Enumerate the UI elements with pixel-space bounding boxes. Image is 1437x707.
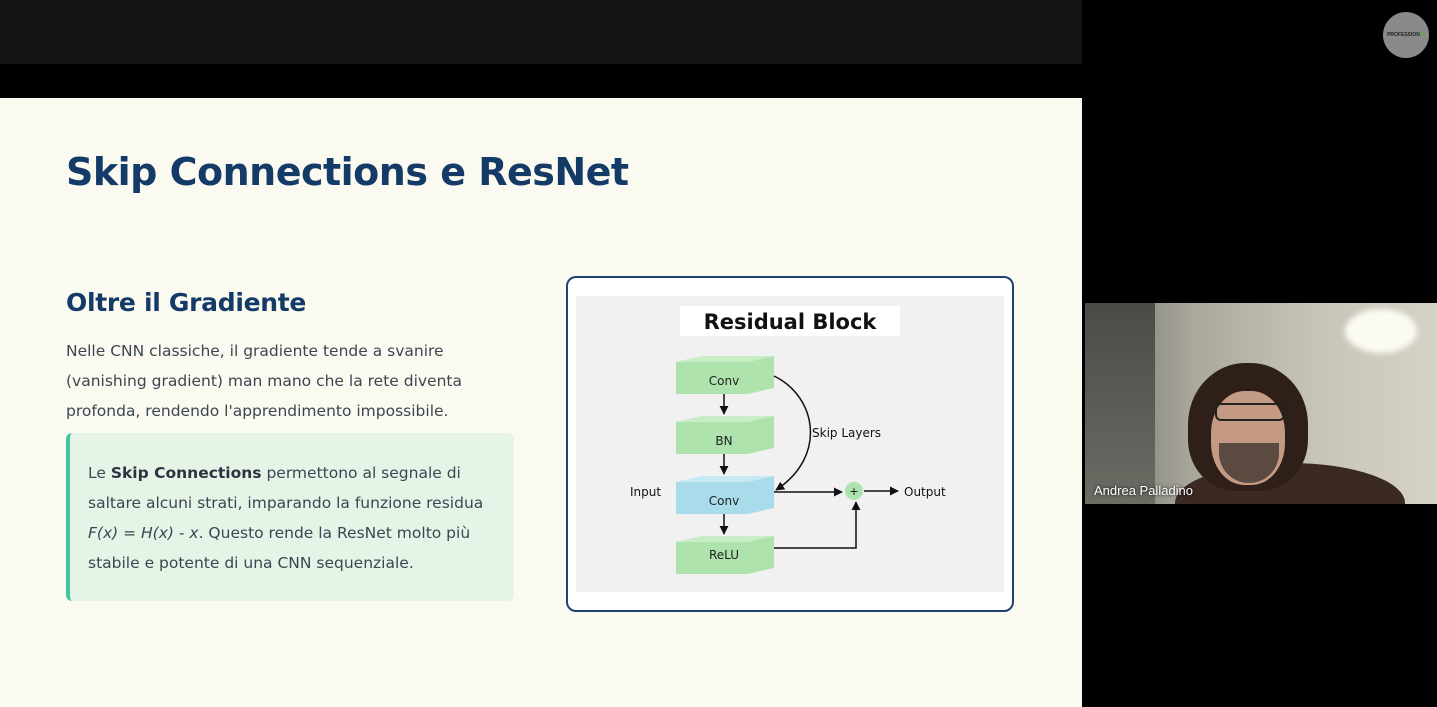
video-person-glasses — [1215, 403, 1285, 421]
callout-prefix: Le — [88, 464, 111, 482]
output-label: Output — [904, 485, 946, 499]
section-subtitle: Oltre il Gradiente — [66, 288, 307, 317]
relu-to-sum-arrow — [774, 501, 861, 549]
logo-text: PROFESSION — [1387, 32, 1420, 38]
block-label: ReLU — [709, 548, 739, 562]
sum-node — [845, 482, 863, 500]
logo-accent: AI — [1419, 32, 1425, 38]
callout-middle: permettono al segnale di saltare alcuni … — [88, 464, 484, 512]
top-bar — [0, 0, 1082, 64]
block-label: BN — [715, 434, 732, 448]
slide-title: Skip Connections e ResNet — [66, 150, 629, 194]
diagram-bg — [576, 296, 1004, 592]
block-conv-1: Conv — [676, 356, 774, 394]
intro-paragraph: Nelle CNN classiche, il gradiente tende … — [66, 342, 462, 420]
input-label: Input — [630, 485, 661, 499]
block-conv-2: Conv — [676, 476, 774, 514]
block-relu: ReLU — [676, 536, 774, 574]
diagram-svg: Residual Block Conv BN Conv — [576, 296, 1004, 592]
callout-formula: F(x) = H(x) - x — [88, 524, 199, 542]
block-label: Conv — [709, 494, 739, 508]
skip-connection-arrow — [773, 375, 812, 491]
video-background — [1085, 303, 1155, 504]
diagram-title-box — [680, 306, 900, 336]
callout-box: Le Skip Connections permettono al segnal… — [66, 433, 514, 601]
callout-bold-term: Skip Connections — [110, 464, 262, 482]
skip-layers-label: Skip Layers — [812, 426, 881, 440]
video-lamp — [1345, 309, 1417, 353]
block-bn: BN — [676, 416, 774, 454]
residual-block-diagram: Residual Block Conv BN Conv — [566, 276, 1014, 612]
participant-video-tile[interactable]: Andrea Palladino — [1085, 303, 1437, 504]
participant-name: Andrea Palladino — [1094, 483, 1194, 498]
block-label: Conv — [709, 374, 739, 388]
presentation-slide: Skip Connections e ResNet Oltre il Gradi… — [0, 98, 1082, 707]
callout-suffix: . Questo rende la ResNet molto più stabi… — [88, 524, 471, 572]
diagram-title: Residual Block — [704, 310, 878, 334]
sum-symbol: + — [849, 485, 858, 498]
